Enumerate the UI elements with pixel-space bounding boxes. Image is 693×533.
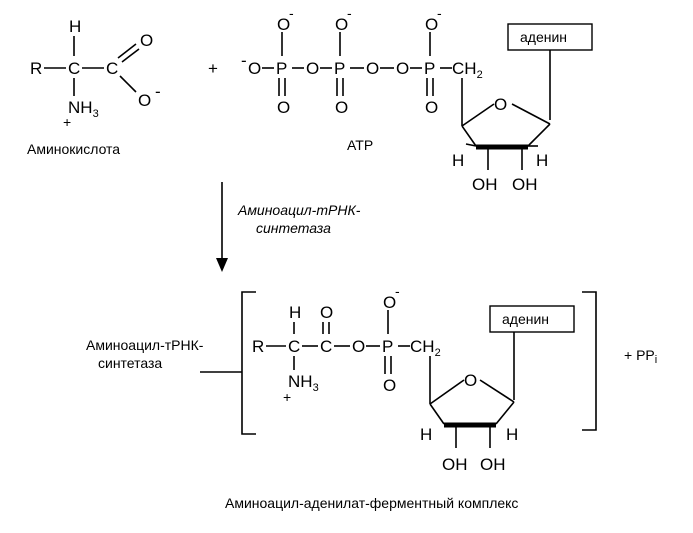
atp-O-bot1: O (277, 98, 290, 117)
reactants-plus: + (208, 59, 218, 78)
reaction-arrow: Аминоацил-тРНК- синтетаза (216, 182, 361, 272)
atp-label: ATP (347, 137, 373, 153)
prod-ring-C4-C3 (429, 403, 445, 425)
aa-C-carboxyl: C (106, 59, 118, 78)
atp-ring-C1-C2 (527, 123, 551, 147)
prod-H-left: H (420, 425, 432, 444)
prod-OH-right: OH (480, 455, 506, 474)
prod-ring-O: O (464, 371, 477, 390)
product-complex: Аминоацил-тРНК- синтетаза R C H C O O P … (86, 283, 657, 511)
aa-double-bond-2 (121, 48, 140, 63)
atp-O-bridge2: O (366, 59, 379, 78)
atp-H-left: H (452, 151, 464, 170)
prod-H-right: H (506, 425, 518, 444)
prod-ring-O-C1 (479, 379, 515, 403)
prod-R: R (252, 337, 264, 356)
amino-acid-label: Аминокислота (27, 141, 120, 157)
atp-ring-O: O (494, 95, 507, 114)
atp-O-bridge1: O (306, 59, 319, 78)
prod-O-top: O (383, 293, 396, 312)
prod-O-bot: O (383, 376, 396, 395)
atp-adenine-label: аденин (520, 29, 567, 45)
prod-charge-plus: + (283, 389, 291, 405)
atp-O-terminal: O (248, 59, 261, 78)
product-caption: Аминоацил-аденилат-ферментный комплекс (225, 495, 518, 511)
atp-OH-left: OH (472, 175, 498, 194)
amino-acid-structure: R C H C O O - NH3 + Аминокислота (27, 17, 161, 157)
prod-P: P (382, 337, 393, 356)
prod-ring-C4-O (429, 379, 465, 405)
atp-structure: - O P O - O O P O - O O O P O - O CH2 (241, 5, 593, 194)
byproduct-ppi: + PPi (624, 347, 657, 366)
aa-NH3: NH3 (68, 98, 99, 120)
enzyme-label-line1: Аминоацил-тРНК- (237, 202, 361, 218)
atp-ring-C4-O (461, 103, 495, 127)
aa-H: H (69, 17, 81, 36)
atp-minus-1: - (289, 5, 294, 21)
prod-adenine-box (489, 305, 575, 333)
aa-O-carbonyl: O (140, 31, 153, 50)
atp-CH2: CH2 (452, 59, 483, 81)
atp-ring-C4-C3 (461, 125, 477, 147)
atp-H-right: H (536, 151, 548, 170)
left-bracket (241, 291, 256, 435)
aa-O-minus: O (138, 91, 151, 110)
prod-O-ester: O (352, 337, 365, 356)
atp-bond-C3-H (465, 143, 477, 147)
prod-C-carbonyl: C (320, 337, 332, 356)
atp-O-top3: O (425, 15, 438, 34)
atp-O-bridge3: O (396, 59, 409, 78)
atp-P2: P (334, 59, 345, 78)
aa-double-bond-1 (117, 43, 137, 59)
prod-adenine-label: аденин (502, 311, 549, 327)
prod-ring-C1-C2 (495, 401, 515, 425)
aa-bond-C-O (119, 75, 137, 93)
prod-H: H (289, 303, 301, 322)
atp-O-top1: O (277, 15, 290, 34)
prod-C-alpha: C (288, 337, 300, 356)
aa-charge-plus: + (63, 114, 71, 130)
atp-P3: P (424, 59, 435, 78)
prod-O-carbonyl: O (320, 303, 333, 322)
atp-P1: P (276, 59, 287, 78)
atp-terminal-minus: - (241, 51, 247, 70)
atp-minus-3: - (437, 5, 442, 21)
atp-O-top2: O (335, 15, 348, 34)
atp-adenine-box (507, 23, 593, 51)
atp-O-bot3: O (425, 98, 438, 117)
atp-minus-2: - (347, 5, 352, 21)
aa-charge-minus: - (155, 82, 161, 101)
enzyme-label-line2: синтетаза (256, 220, 331, 236)
prod-minus: - (395, 283, 400, 299)
product-enzyme-line2: синтетаза (98, 355, 162, 371)
prod-NH3: NH3 (288, 372, 319, 394)
prod-OH-left: OH (442, 455, 468, 474)
atp-O-bot2: O (335, 98, 348, 117)
right-bracket (582, 291, 597, 431)
aa-R: R (30, 59, 42, 78)
prod-CH2: CH2 (410, 337, 441, 359)
arrow-head (216, 258, 228, 272)
aa-C-alpha: C (68, 59, 80, 78)
atp-OH-right: OH (512, 175, 538, 194)
product-enzyme-line1: Аминоацил-тРНК- (86, 337, 204, 353)
atp-ring-O-C1 (511, 103, 551, 125)
